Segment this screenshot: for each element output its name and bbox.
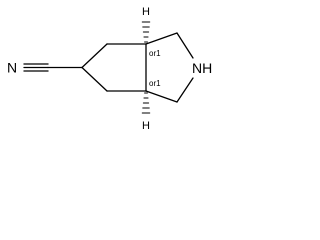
bottom-hashed-wedge [141,92,151,114]
bottom-h-label: H [142,120,150,132]
top-hashed-wedge [141,21,151,43]
molecule-structure: N NH H H or1 or1 [7,6,212,132]
bottom-stereo-label: or1 [149,79,161,88]
nitrile-n-label: N [7,60,17,76]
cyclopentane-ring [81,43,147,92]
ring-nh-label: NH [192,60,212,76]
nitrile-triple-bond [23,63,49,72]
top-h-label: H [142,6,150,18]
top-stereo-label: or1 [149,49,161,58]
pyrrolidine-ring [145,32,194,103]
